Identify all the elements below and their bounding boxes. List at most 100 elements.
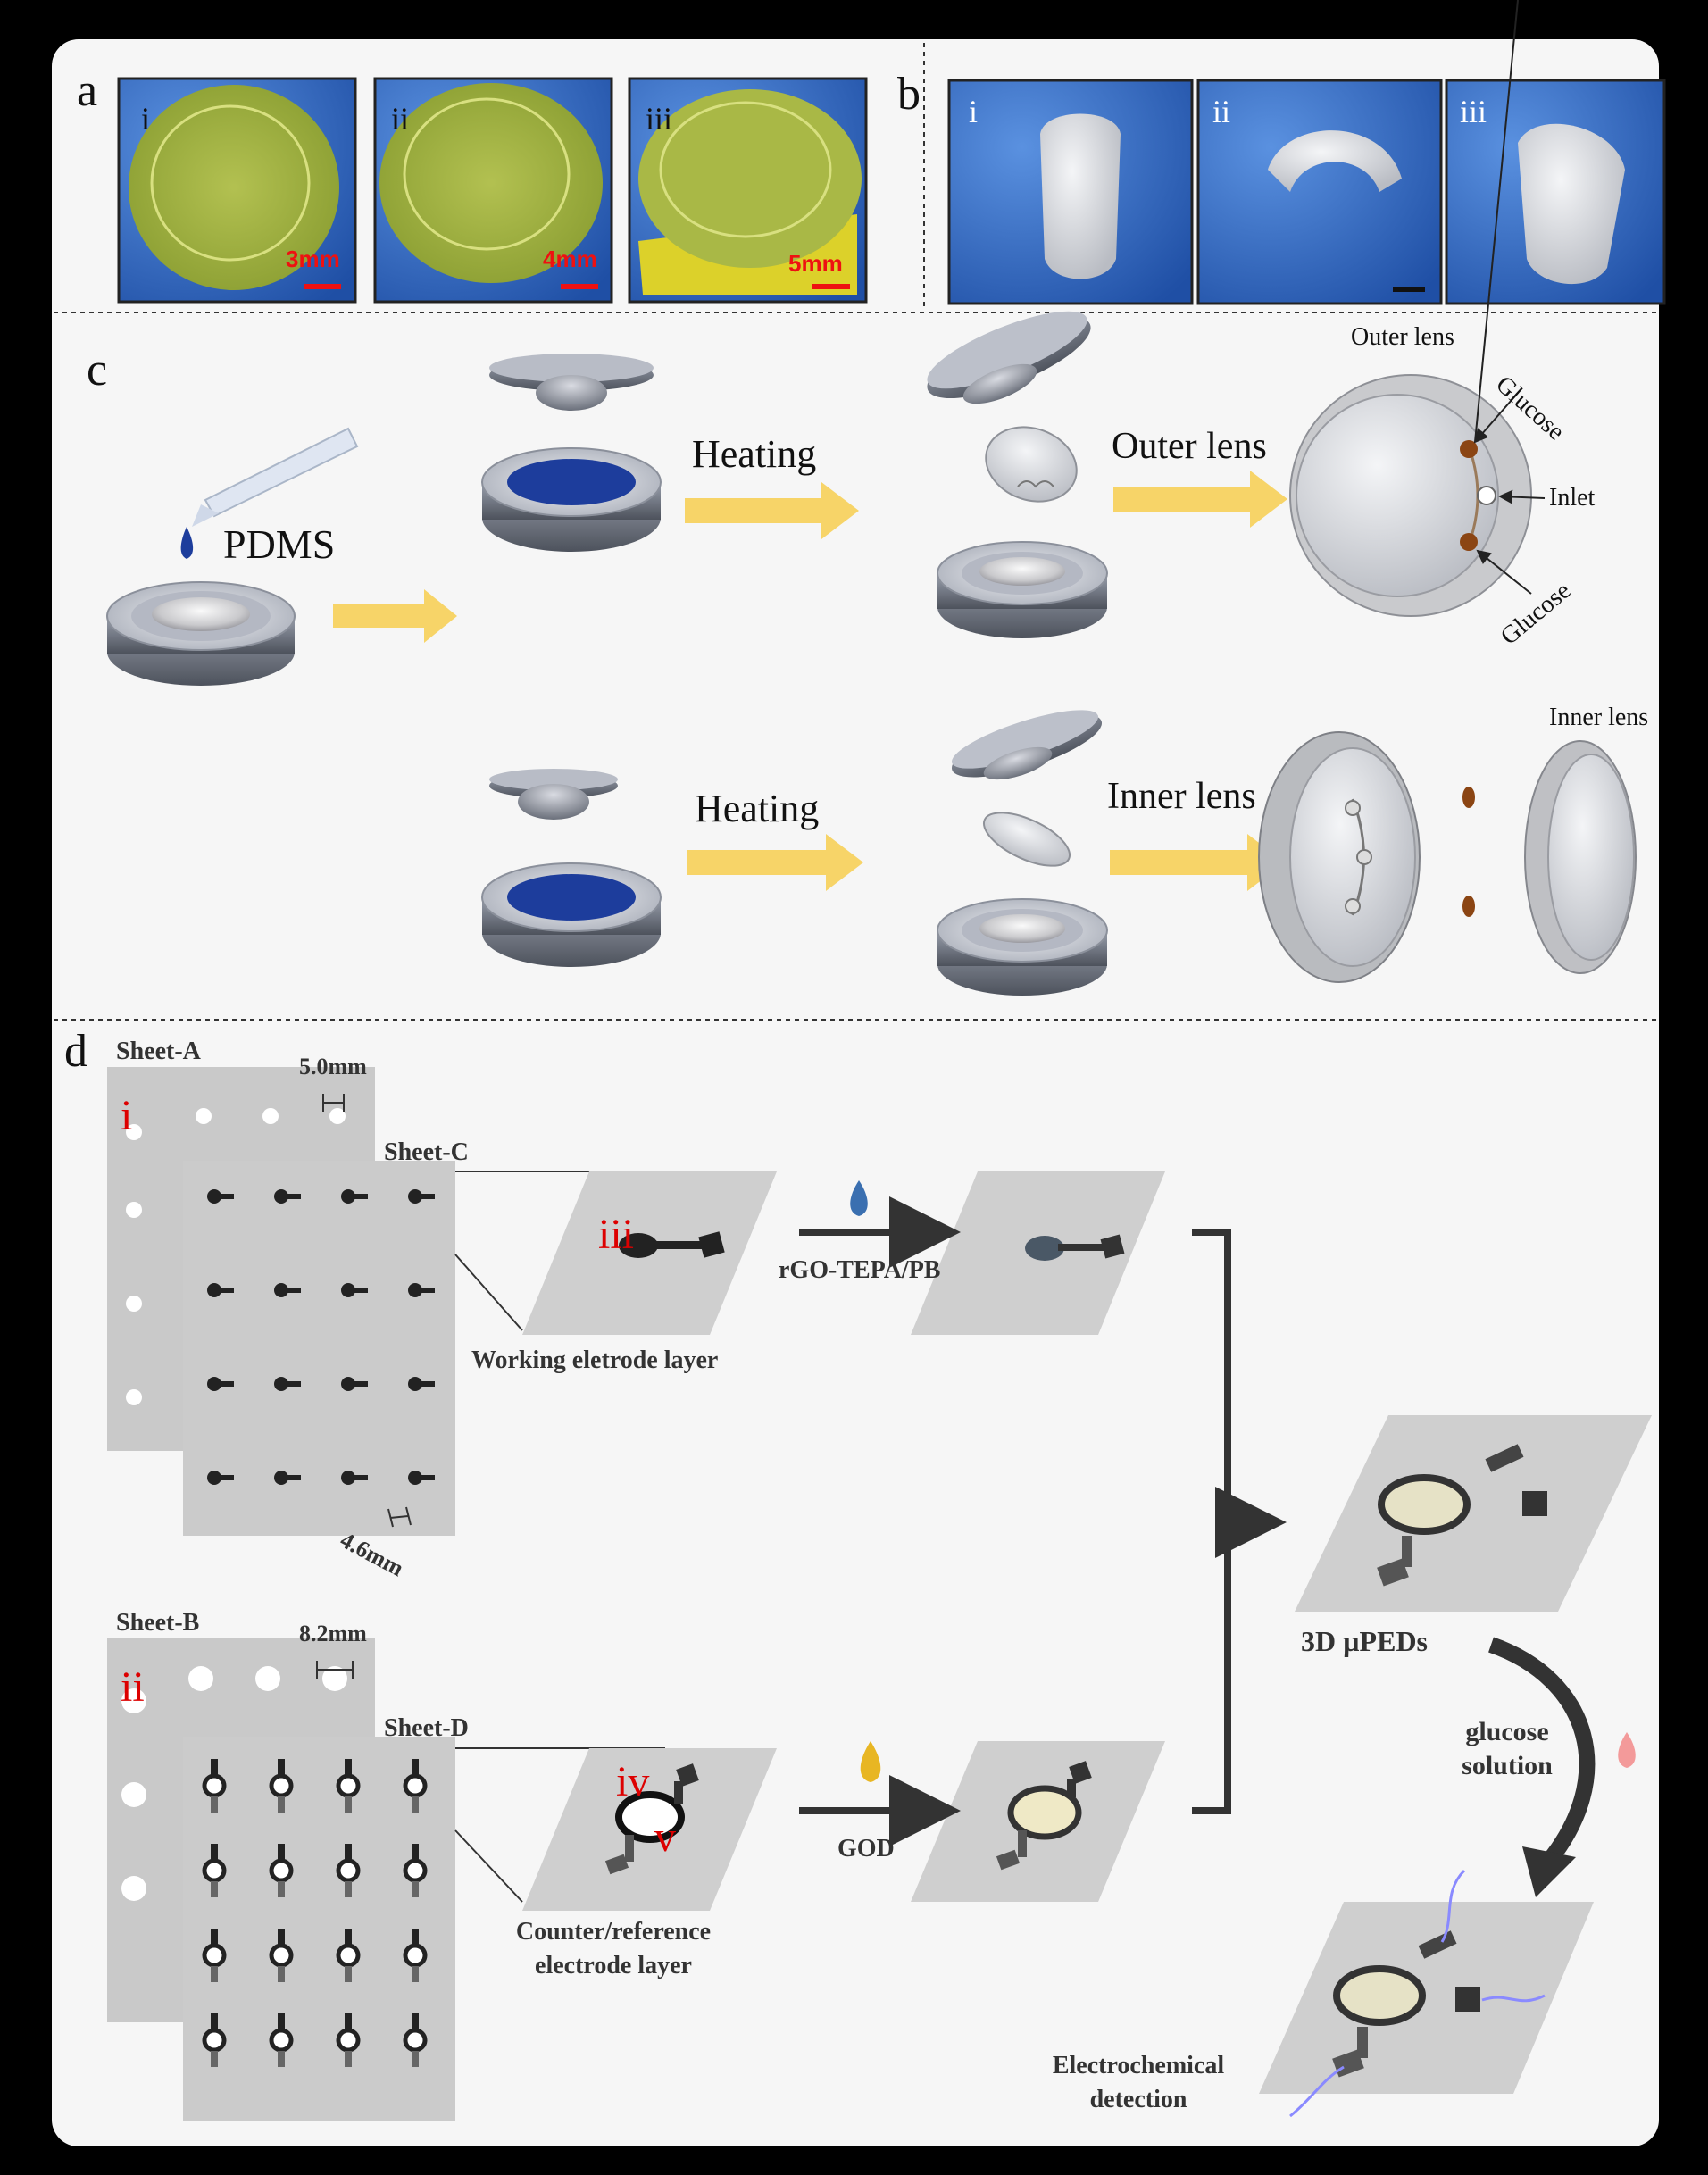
inner-lens-front-diagram [1258, 731, 1421, 983]
d-roman-i: i [121, 1092, 133, 1139]
sheet-d-electrode [336, 1858, 361, 1883]
sheet-a-hole [262, 1108, 279, 1124]
sheet-d-electrode [403, 1773, 428, 1798]
sheet-a-label: Sheet-A [116, 1038, 201, 1065]
sheet-c-electrode [274, 1377, 288, 1391]
ec-detection-label-1: Electrochemical [1052, 2052, 1225, 2079]
sheet-b-hole [121, 1782, 146, 1807]
panel-a-photo-2 [373, 77, 613, 304]
d-roman-v: v [654, 1813, 676, 1861]
inner-lens-title: Inner lens [1549, 704, 1649, 731]
pipette-icon [192, 427, 359, 527]
panel-label-b: b [897, 69, 921, 120]
b-roman-iii: iii [1460, 94, 1487, 129]
sheet-b-label: Sheet-B [116, 1609, 200, 1637]
inlet-spot [1477, 486, 1496, 505]
sheet-a-hole [196, 1108, 212, 1124]
sheet-a-hole [126, 1202, 142, 1218]
detection-device [1259, 1869, 1594, 2118]
sheet-d-electrode-lead [345, 1929, 352, 1945]
sheet-b-hole [188, 1666, 213, 1691]
a-roman-i: i [141, 101, 151, 137]
sheet-d-electrode [403, 2028, 428, 2053]
sheet-c-electrode [408, 1471, 422, 1485]
sheet-c-electrode-lead [220, 1194, 234, 1199]
mold-base-bottom-blue [481, 862, 662, 967]
panel-label-c: c [87, 345, 108, 396]
sheet-b-hole [322, 1666, 347, 1691]
dim-b-marker [316, 1661, 354, 1679]
dim-a-marker [322, 1094, 345, 1112]
rgo-drop-icon [850, 1180, 868, 1216]
sheet-d-electrode-lead [278, 1966, 285, 1982]
sheet-d-electrode-lead [345, 1844, 352, 1860]
sheet-c-electrode-lead [287, 1475, 301, 1480]
sheet-d-electrode-lead [412, 2013, 419, 2029]
sheet-d-electrode-lead [412, 1759, 419, 1775]
sheet-a-hole [126, 1124, 142, 1140]
sheet-d-electrode [269, 2028, 294, 2053]
sheet-d-electrode [336, 1943, 361, 1968]
sheet-c-label: Sheet-C [384, 1138, 469, 1166]
sheet-c-electrode [341, 1283, 355, 1297]
sheet-d-electrode-lead [211, 2051, 218, 2067]
arrow-heating-top [685, 482, 859, 539]
sheet-d-electrode-lead [412, 1796, 419, 1812]
god-label: GOD [837, 1835, 895, 1862]
glucose-dot-2 [1462, 896, 1475, 917]
arrow-outer-lens [1113, 471, 1287, 528]
sheet-d-electrode-lead [412, 2051, 419, 2067]
arrow-heating-bottom [687, 834, 863, 891]
sheet-d-electrode-lead [278, 2051, 285, 2067]
sheet-d [183, 1737, 455, 2121]
working-layer-label: Working eletrode layer [471, 1346, 719, 1374]
panel-label-a: a [77, 65, 98, 116]
rgo-label: rGO-TEPA/PB [779, 1256, 941, 1284]
sheet-c-electrode-lead [421, 1194, 435, 1199]
sheet-d-electrode-lead [278, 1844, 285, 1860]
sheet-c-electrode-lead [220, 1288, 234, 1293]
panel-b-photo-1 [947, 79, 1194, 305]
sheet-d-electrode-lead [345, 1881, 352, 1897]
sheet-c-electrode [274, 1471, 288, 1485]
a-scale-i: 3mm [286, 246, 340, 272]
panel-b-photo-2 [1196, 79, 1443, 305]
sheet-c-electrode-lead [421, 1288, 435, 1293]
arrow-inner-lens [1110, 834, 1285, 891]
sheet-a-hole [329, 1108, 346, 1124]
counter-reference-layer [522, 1748, 777, 1911]
inner-panel [52, 39, 1659, 2146]
glucose-solution-label-2: solution [1462, 1751, 1553, 1780]
sheet-c-electrode-lead [421, 1381, 435, 1387]
sheet-b-hole [255, 1666, 280, 1691]
sheet-d-electrode-lead [211, 1844, 218, 1860]
device-label: 3D µPEDs [1301, 1625, 1428, 1657]
zoom-line-c-bottom [454, 1254, 523, 1331]
b-roman-ii: ii [1212, 94, 1231, 129]
mold-base-bottom-2 [937, 898, 1108, 996]
panel-b-photo-3 [1445, 79, 1666, 305]
glucose-spot-top [1460, 440, 1478, 458]
sheet-d-electrode-lead [278, 1796, 285, 1812]
god-modified-layer [911, 1741, 1165, 1902]
sheet-d-electrode-lead [345, 2013, 352, 2029]
outer-lens-arrow-label: Outer lens [1112, 426, 1267, 467]
mold-base-left [106, 581, 296, 686]
d-roman-ii: ii [121, 1663, 145, 1711]
sheet-d-electrode [336, 2028, 361, 2053]
sheet-c-electrode [207, 1377, 221, 1391]
panel-a-photo-1 [117, 77, 357, 304]
mold-cap-bottom-1 [489, 769, 618, 820]
sheet-b-hole [121, 1688, 146, 1713]
mold-cap-bottom-2 [951, 710, 1103, 780]
sheet-c-electrode-lead [287, 1194, 301, 1199]
sheet-d-electrode-lead [211, 1759, 218, 1775]
sheet-d-electrode [202, 2028, 227, 2053]
sheet-d-electrode-lead [211, 2013, 218, 2029]
panel-label-d: d [64, 1026, 87, 1077]
sheet-c-electrode-lead [421, 1475, 435, 1480]
mold-cap-top-2 [927, 311, 1091, 404]
sheet-d-electrode-lead [345, 1759, 352, 1775]
sheet-c-electrode [274, 1189, 288, 1204]
